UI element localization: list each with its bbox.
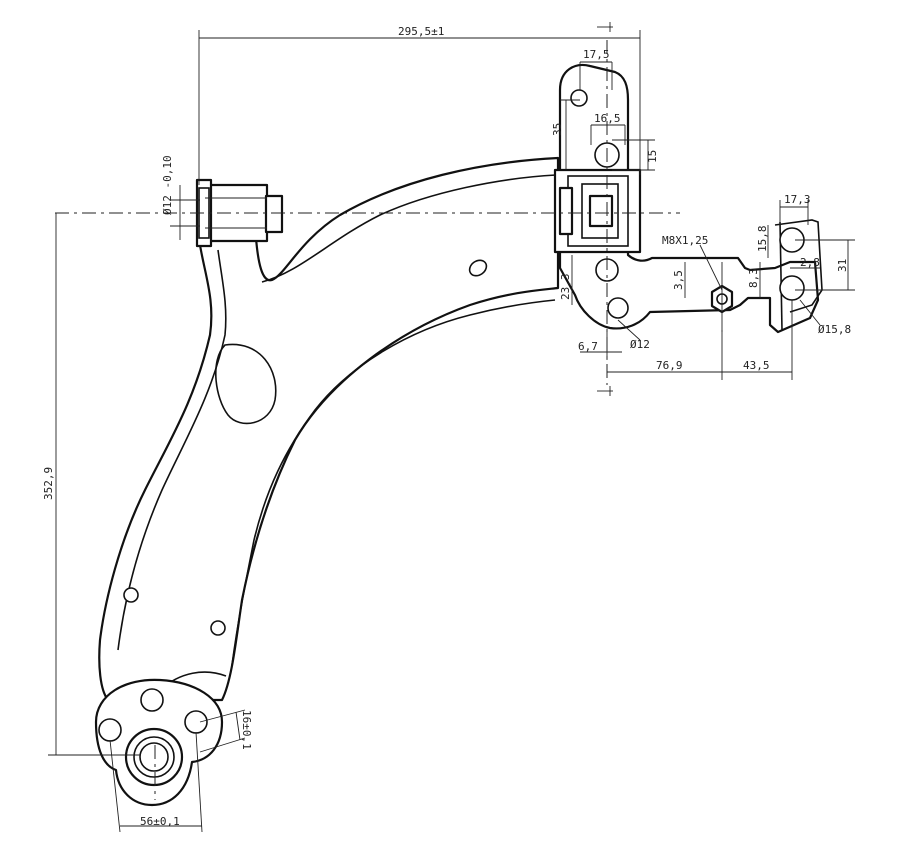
dimension-labels: 295,5±1 352,9 17,5 35 16,5 15 Ø12 -0,10 … xyxy=(42,25,851,828)
dim-left-offset: 6,7 xyxy=(578,340,598,353)
dim-rear-tab: 17,3 xyxy=(784,193,811,206)
front-bushing xyxy=(195,178,284,248)
dim-rear-distance: 43,5 xyxy=(743,359,770,372)
dim-rear-step: 2,8 xyxy=(800,256,820,269)
control-arm-body xyxy=(98,156,560,702)
dim-stud-offset: 8,3 xyxy=(747,268,760,288)
dim-ball-bolt-pitch: 56±0,1 xyxy=(140,815,180,828)
dimension-lines xyxy=(48,22,855,833)
ball-joint xyxy=(94,678,224,807)
dim-bushing-dia: Ø12 -0,10 xyxy=(161,155,174,215)
dim-rear-height: 31 xyxy=(836,259,849,272)
center-lines xyxy=(55,40,680,800)
dim-overall-height: 352,9 xyxy=(42,467,55,500)
dim-top-tab: 17,5 xyxy=(583,48,610,61)
rear-bracket xyxy=(553,63,823,334)
dim-lower-hole-dia: Ø12 xyxy=(630,338,650,351)
dim-front-hole-size: 15 xyxy=(646,150,659,163)
dim-rear-hole-dia: Ø15,8 xyxy=(818,323,851,336)
dim-front-offset: 35 xyxy=(551,123,564,136)
dim-stud-distance: 76,9 xyxy=(656,359,683,372)
dim-ball-bolt-offset: 16±0,1 xyxy=(240,710,253,750)
dim-bracket-offset: 23,3 xyxy=(559,274,572,301)
dim-overall-width: 295,5±1 xyxy=(398,25,444,38)
dim-thread: M8X1,25 xyxy=(662,234,708,247)
dim-bracket-step: 3,5 xyxy=(672,270,685,290)
dim-rear-hole-offset: 15,8 xyxy=(756,226,769,253)
dim-front-hole-pitch: 16,5 xyxy=(594,112,621,125)
